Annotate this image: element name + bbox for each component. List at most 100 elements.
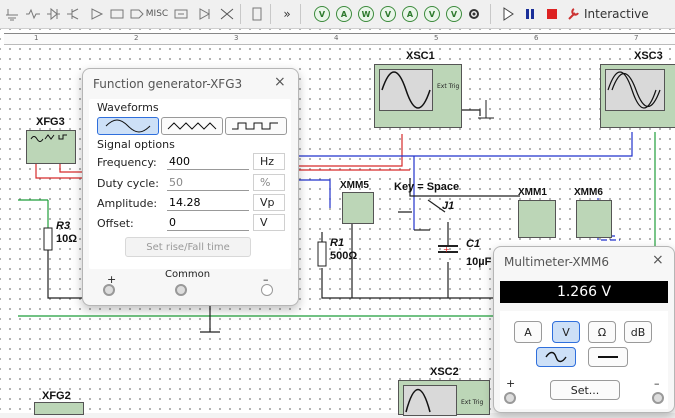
c1-label: C1	[466, 238, 481, 250]
close-icon[interactable]: ×	[652, 252, 664, 268]
mm-plus-label: +	[506, 377, 516, 390]
r1-label: R1	[330, 237, 345, 249]
signal-options-heading: Signal options	[97, 138, 175, 151]
xfg3-label: XFG3	[36, 116, 65, 128]
dc-coupling-button[interactable]	[588, 347, 628, 367]
ohmmeter-mode-button[interactable]: Ω	[588, 321, 616, 343]
basic-component-icon[interactable]	[24, 4, 42, 24]
triangle-wave-icon	[167, 122, 217, 130]
xfg2-function-generator[interactable]	[34, 402, 84, 415]
xsc3-screen	[605, 69, 665, 111]
fg-minus-label: –	[263, 273, 269, 286]
fg-common-label: Common	[165, 269, 211, 280]
xsc2-ext-trig-label: Ext Trig	[461, 399, 484, 406]
transistor-icon[interactable]	[64, 4, 86, 24]
offset-input[interactable]	[167, 214, 249, 231]
duty-cycle-unit: %	[253, 174, 285, 191]
triangle-wave-button[interactable]	[161, 117, 223, 135]
r1-value: 500Ω	[330, 250, 358, 262]
ac-coupling-button[interactable]	[536, 347, 576, 367]
run-icon[interactable]	[500, 4, 516, 24]
ac-sine-icon	[545, 351, 567, 363]
square-wave-button[interactable]	[225, 117, 287, 135]
sine-wave-button[interactable]	[97, 117, 159, 135]
xsc1-oscilloscope[interactable]: Ext Trig	[374, 64, 462, 128]
decibel-mode-button[interactable]: dB	[624, 321, 652, 343]
square-wave-icon	[232, 122, 278, 130]
interactive-mode-button[interactable]: Interactive	[566, 4, 666, 24]
mm-minus-terminal[interactable]	[652, 392, 664, 404]
duty-cycle-input[interactable]	[167, 174, 249, 191]
analog-icon[interactable]	[88, 4, 106, 24]
ammeter-mode-button[interactable]: A	[514, 321, 542, 343]
misc-periph-icon[interactable]	[250, 4, 264, 24]
fg-plus-terminal[interactable]	[103, 284, 115, 296]
xfg3-function-generator[interactable]	[26, 130, 76, 164]
digital-misc-icon[interactable]: MISC	[145, 9, 169, 19]
mm-plus-terminal[interactable]	[504, 392, 516, 404]
j1-label: J1	[442, 200, 455, 212]
power-component-icon[interactable]	[218, 4, 236, 24]
xsc2-label: XSC2	[430, 366, 459, 378]
cmos-icon[interactable]	[128, 4, 146, 24]
mixed-icon[interactable]	[172, 4, 190, 24]
xsc3-label: XSC3	[634, 50, 663, 62]
sine-wave-icon	[105, 119, 151, 133]
c1-value: 10µF	[466, 256, 492, 268]
amplitude-input[interactable]	[167, 194, 249, 211]
instruments-toolbar: MISC » V A W V A V V Interactive	[0, 0, 675, 29]
xmm5-multimeter[interactable]	[342, 192, 374, 224]
xsc2-oscilloscope[interactable]: Ext Trig	[398, 380, 490, 416]
set-rise-fall-button[interactable]: Set rise/Fall time	[125, 237, 251, 257]
dc-line-icon	[598, 356, 618, 358]
wrench-icon	[568, 8, 579, 20]
voltmeter-mode-button[interactable]: V	[552, 321, 580, 343]
diff-voltage-probe-icon[interactable]: V	[380, 6, 396, 22]
multimeter-set-button[interactable]: Set...	[550, 380, 620, 400]
function-generator-window[interactable]: Function generator-XFG3 × Waveforms Sign…	[82, 68, 299, 306]
waveforms-heading: Waveforms	[97, 101, 159, 114]
ttl-icon[interactable]	[108, 4, 126, 24]
fg-common-terminal[interactable]	[175, 284, 187, 296]
svg-text:+: +	[443, 245, 450, 254]
frequency-unit-select[interactable]: Hz	[253, 153, 285, 170]
power-probe-icon[interactable]: W	[358, 6, 374, 22]
offset-unit-select[interactable]: V	[253, 214, 285, 231]
close-icon[interactable]: ×	[274, 74, 286, 90]
voltage-ref-probe-icon[interactable]: A	[402, 6, 418, 22]
xfg2-label: XFG2	[42, 390, 71, 402]
xsc1-ext-trig-label: Ext Trig	[437, 83, 460, 90]
xmm1-multimeter[interactable]	[518, 200, 556, 238]
fg-minus-terminal[interactable]	[261, 284, 273, 296]
amplitude-label: Amplitude:	[97, 197, 158, 210]
xmm1-label: XMM1	[518, 187, 547, 198]
voltage-probe-icon[interactable]: V	[314, 6, 330, 22]
r3-label: R3	[56, 220, 71, 232]
more-tools-icon[interactable]: »	[283, 7, 291, 21]
diode-icon[interactable]	[44, 4, 62, 24]
xsc1-label: XSC1	[406, 50, 435, 62]
pause-icon[interactable]	[522, 4, 538, 24]
current-probe-icon[interactable]: A	[336, 6, 352, 22]
amplitude-unit-select[interactable]: Vp	[253, 194, 285, 211]
multimeter-title: Multimeter-XMM6	[504, 255, 609, 269]
xmm6-multimeter[interactable]	[576, 200, 612, 238]
probe-settings-gear-icon[interactable]	[466, 4, 482, 24]
stop-icon[interactable]	[544, 4, 560, 24]
xsc2-screen	[403, 385, 457, 416]
frequency-label: Frequency:	[97, 156, 157, 169]
mm-minus-label: –	[654, 377, 660, 390]
digital-probe-icon[interactable]: V	[424, 6, 440, 22]
multimeter-window[interactable]: Multimeter-XMM6 × 1.266 V A V Ω dB Set..…	[493, 246, 675, 413]
fg-plus-label: +	[107, 273, 117, 286]
xsc3-oscilloscope[interactable]	[600, 64, 675, 128]
interactive-mode-label: Interactive	[584, 7, 649, 21]
r3-value: 10Ω	[56, 233, 78, 245]
ref-probe-icon[interactable]: V	[446, 6, 462, 22]
xmm6-label: XMM6	[574, 187, 603, 198]
frequency-input[interactable]	[167, 153, 249, 170]
indicator-icon[interactable]	[196, 4, 214, 24]
offset-label: Offset:	[97, 217, 134, 230]
ground-source-icon[interactable]	[4, 4, 22, 24]
